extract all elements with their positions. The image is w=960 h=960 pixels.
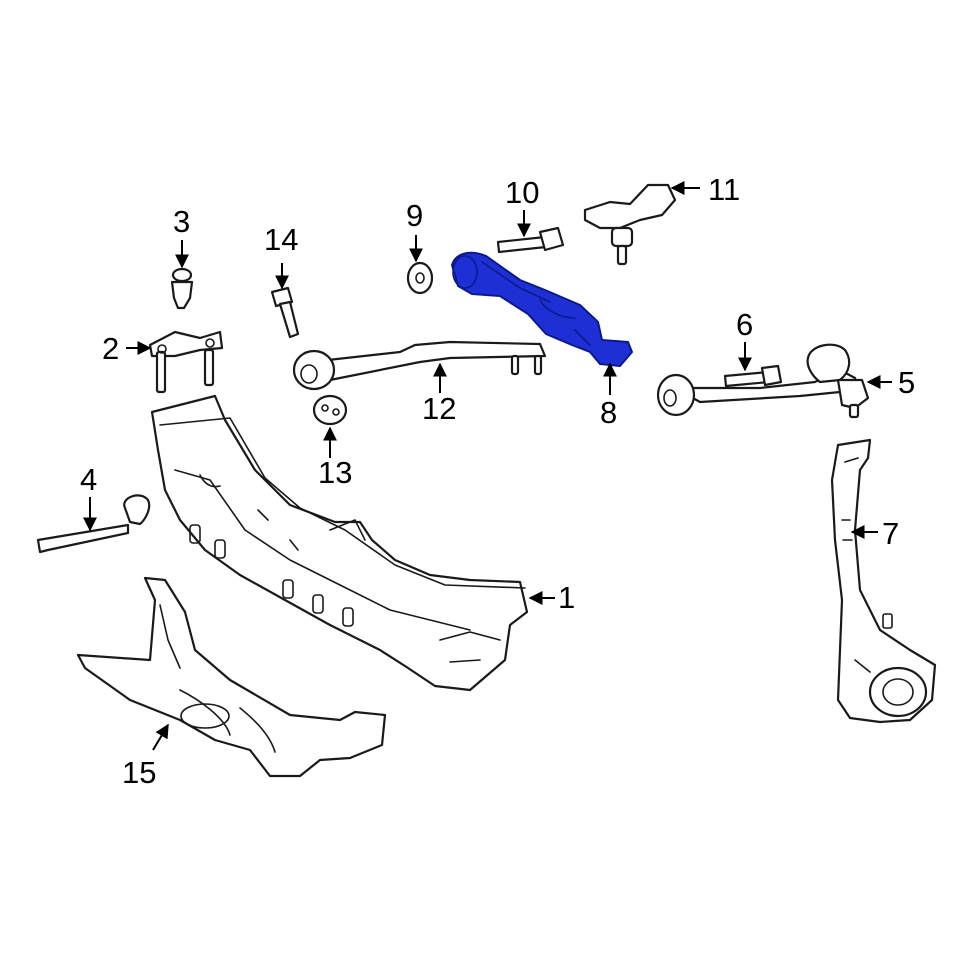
leader-lines — [83, 181, 892, 751]
callout-4[interactable]: 4 — [80, 462, 97, 497]
stabilizer-link-part[interactable] — [36, 494, 151, 554]
bolt-10-part[interactable] — [496, 226, 565, 254]
steering-knuckle-7-part[interactable] — [830, 438, 937, 724]
callout-11[interactable]: 11 — [708, 172, 740, 207]
callout-10[interactable]: 10 — [505, 175, 539, 210]
callout-6[interactable]: 6 — [736, 307, 753, 342]
callout-14[interactable]: 14 — [264, 222, 298, 257]
leader-15 — [152, 723, 169, 751]
lower-control-arm-8-part[interactable] — [451, 251, 633, 367]
bushing-13-part[interactable] — [312, 394, 348, 426]
callout-15[interactable]: 15 — [122, 755, 156, 790]
crossmember-part[interactable] — [150, 394, 529, 692]
push-clip-part[interactable] — [170, 267, 194, 310]
ball-joint-11-part[interactable] — [583, 183, 677, 266]
callout-7[interactable]: 7 — [882, 516, 899, 551]
callout-13[interactable]: 13 — [318, 455, 352, 490]
upper-control-arm-5-part[interactable] — [656, 343, 870, 419]
washer-9-part[interactable] — [406, 261, 434, 295]
callout-9[interactable]: 9 — [406, 198, 423, 233]
callout-12[interactable]: 12 — [422, 391, 456, 426]
skid-plate-part[interactable] — [76, 576, 387, 778]
bolt-14-part[interactable] — [270, 286, 300, 339]
callout-3[interactable]: 3 — [173, 204, 190, 239]
callout-labels: 1 2 3 4 5 6 7 8 9 10 11 12 13 14 15 — [80, 172, 915, 790]
lower-control-arm-highlight — [451, 251, 633, 367]
callout-8[interactable]: 8 — [600, 395, 617, 430]
callout-5[interactable]: 5 — [898, 365, 915, 400]
control-link-12-part[interactable] — [292, 340, 547, 391]
mount-bracket-part[interactable] — [148, 330, 224, 394]
callout-1[interactable]: 1 — [558, 580, 575, 615]
callout-2[interactable]: 2 — [102, 331, 119, 366]
bolt-6-part[interactable] — [723, 364, 783, 388]
